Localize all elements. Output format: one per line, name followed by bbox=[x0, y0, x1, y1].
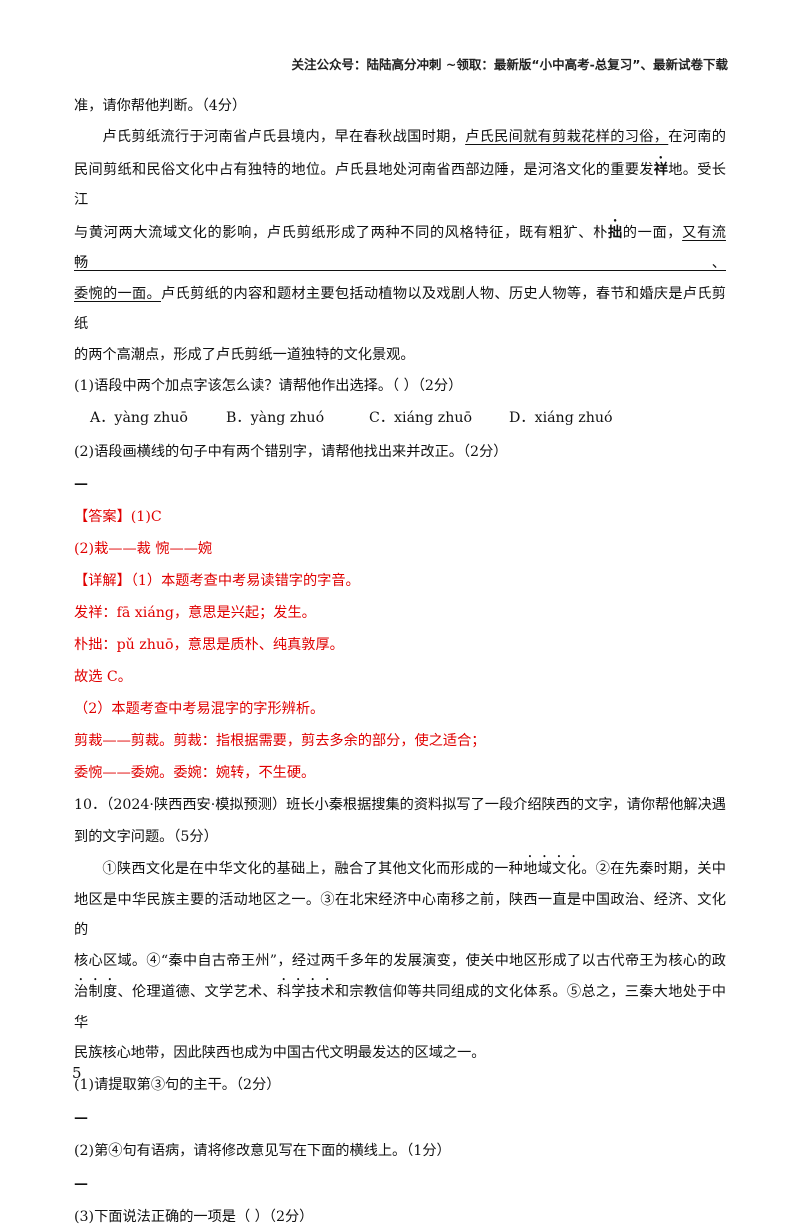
page-content: 准，请你帮他判断。（4分） 卢氏剪纸流行于河南省卢氏县境内，早在春秋战国时期，卢… bbox=[74, 96, 726, 1227]
q9-passage-line-4: 委惋的一面。卢氏剪纸的内容和题材主要包括动植物以及戏剧人物、历史人物等，春节和婚… bbox=[74, 285, 726, 333]
q10-sub-question-3: (3)下面说法正确的一项是（ ）（2分） bbox=[74, 1208, 314, 1225]
dotted-term-keji: 科学技术 bbox=[276, 984, 335, 1000]
q9-intro-tail: 准，请你帮他判断。（4分） bbox=[74, 98, 247, 114]
q9-sub-question-1: (1)语段中两个加点字该怎么读？请帮他作出选择。（ ）（2分） bbox=[74, 378, 463, 394]
option-a: A．yàng zhuō bbox=[90, 410, 188, 426]
answer-section: 【答案】(1)C (2)栽——裁 惋——婉 【详解】（1）本题考查中考易读错字的… bbox=[74, 507, 726, 783]
q9-passage: 卢氏剪纸流行于河南省卢氏县境内，早在春秋战国时期，卢氏民间就有剪栽花样的习俗，在… bbox=[74, 122, 726, 370]
detail-line-1: 【详解】（1）本题考查中考易读错字的字音。 bbox=[74, 573, 360, 589]
q9-options: A．yàng zhuō B．yàng zhuó C．xiáng zhuō D．x… bbox=[74, 408, 726, 428]
option-b: B．yàng zhuó bbox=[226, 410, 325, 426]
detail-line-6: 剪裁——剪裁。剪裁：指根据需要，剪去多余的部分，使之适合； bbox=[74, 733, 486, 749]
answer-blank-line: — bbox=[74, 1175, 88, 1192]
dotted-char-xiang: 祥 bbox=[653, 161, 669, 178]
q10-stem-line-1: 10．（2024·陕西西安·模拟预测）班长小秦根据搜集的资料拟写了一段介绍陕西的… bbox=[74, 797, 726, 813]
dotted-term-zhidu: 治制度 bbox=[74, 984, 118, 1000]
q9-passage-line-3: 与黄河两大流域文化的影响，卢氏剪纸形成了两种不同的风格特征，既有粗犷、朴拙的一面… bbox=[74, 224, 726, 272]
answer-tag: 【答案】 bbox=[74, 509, 131, 525]
q9-passage-line-5: 的两个高潮点，形成了卢氏剪纸一道独特的文化景观。 bbox=[74, 346, 415, 363]
dotted-term-diyu: 地域文化 bbox=[523, 861, 582, 877]
page-header: 关注公众号：陆陆高分冲刺 ~领取：最新版“小中高考-总复习”、最新试卷下载 bbox=[291, 57, 728, 72]
detail-tag: 【详解】 bbox=[74, 573, 131, 589]
q9-sub-question-2: (2)语段画横线的句子中有两个错别字，请帮他找出来并改正。（2分） bbox=[74, 444, 508, 460]
q10-passage-line-1: ①陕西文化是在中华文化的基础上，融合了其他文化而形成的一种地域文化。②在先秦时期… bbox=[102, 861, 726, 877]
q10-passage: ①陕西文化是在中华文化的基础上，融合了其他文化而形成的一种地域文化。②在先秦时期… bbox=[74, 853, 726, 1069]
q10-sub-question-1: (1)请提取第③句的主干。（2分） bbox=[74, 1076, 281, 1093]
q10-passage-line-5: 民族核心地带，因此陕西也成为中国古代文明最发达的区域之一。 bbox=[74, 1045, 486, 1061]
answer-blank-line: — bbox=[74, 1109, 88, 1126]
answer-line-1: 【答案】(1)C bbox=[74, 509, 162, 525]
q10-sub-question-2: (2)第④句有语病，请将修改意见写在下面的横线上。（1分） bbox=[74, 1142, 451, 1159]
dotted-char-zhuo: 拙 bbox=[607, 224, 623, 241]
underlined-sentence-1: 卢氏民间就有剪栽花样的习俗， bbox=[465, 129, 669, 145]
q9-passage-line-2: 民间剪纸和民俗文化中占有独特的地位。卢氏县地处河南省西部边陲，是河洛文化的重要发… bbox=[74, 161, 726, 209]
option-c: C．xiáng zhuō bbox=[369, 410, 473, 426]
detail-line-3: 朴拙：pǔ zhuō，意思是质朴、纯真敦厚。 bbox=[74, 637, 344, 653]
detail-line-7: 委惋——委婉。委婉：婉转，不生硬。 bbox=[74, 765, 316, 781]
underlined-sentence-2a: 又有流畅、 bbox=[74, 224, 726, 272]
detail-line-2: 发祥：fā xiáng，意思是兴起；发生。 bbox=[74, 605, 316, 621]
answer-line-2: (2)栽——裁 惋——婉 bbox=[74, 541, 213, 557]
answer-blank-line: — bbox=[74, 476, 88, 492]
underlined-sentence-2b: 委惋的一面。 bbox=[74, 285, 161, 302]
q10-passage-line-2: 地区是中华民族主要的活动地区之一。③在北宋经济中心南移之前，陕西一直是中国政治、… bbox=[74, 891, 726, 939]
option-d: D．xiáng zhuó bbox=[509, 410, 613, 426]
q9-passage-line-1: 卢氏剪纸流行于河南省卢氏县境内，早在春秋战国时期，卢氏民间就有剪栽花样的习俗，在… bbox=[102, 129, 726, 145]
q10-stem-line-2: 到的文字问题。（5分） bbox=[74, 829, 218, 845]
page-number: 5 bbox=[72, 1064, 82, 1082]
q10-passage-line-3: 核心区域。④“秦中自古帝王州”，经过两千多年的发展演变，使关中地区形成了以古代帝… bbox=[74, 952, 726, 969]
q10-passage-line-4: 治制度、伦理道德、文学艺术、科学技术和宗教信仰等共同组成的文化体系。⑤总之，三秦… bbox=[74, 984, 726, 1031]
detail-line-5: （2）本题考查中考易混字的字形辨析。 bbox=[74, 701, 325, 717]
detail-line-4: 故选 C。 bbox=[74, 669, 132, 685]
